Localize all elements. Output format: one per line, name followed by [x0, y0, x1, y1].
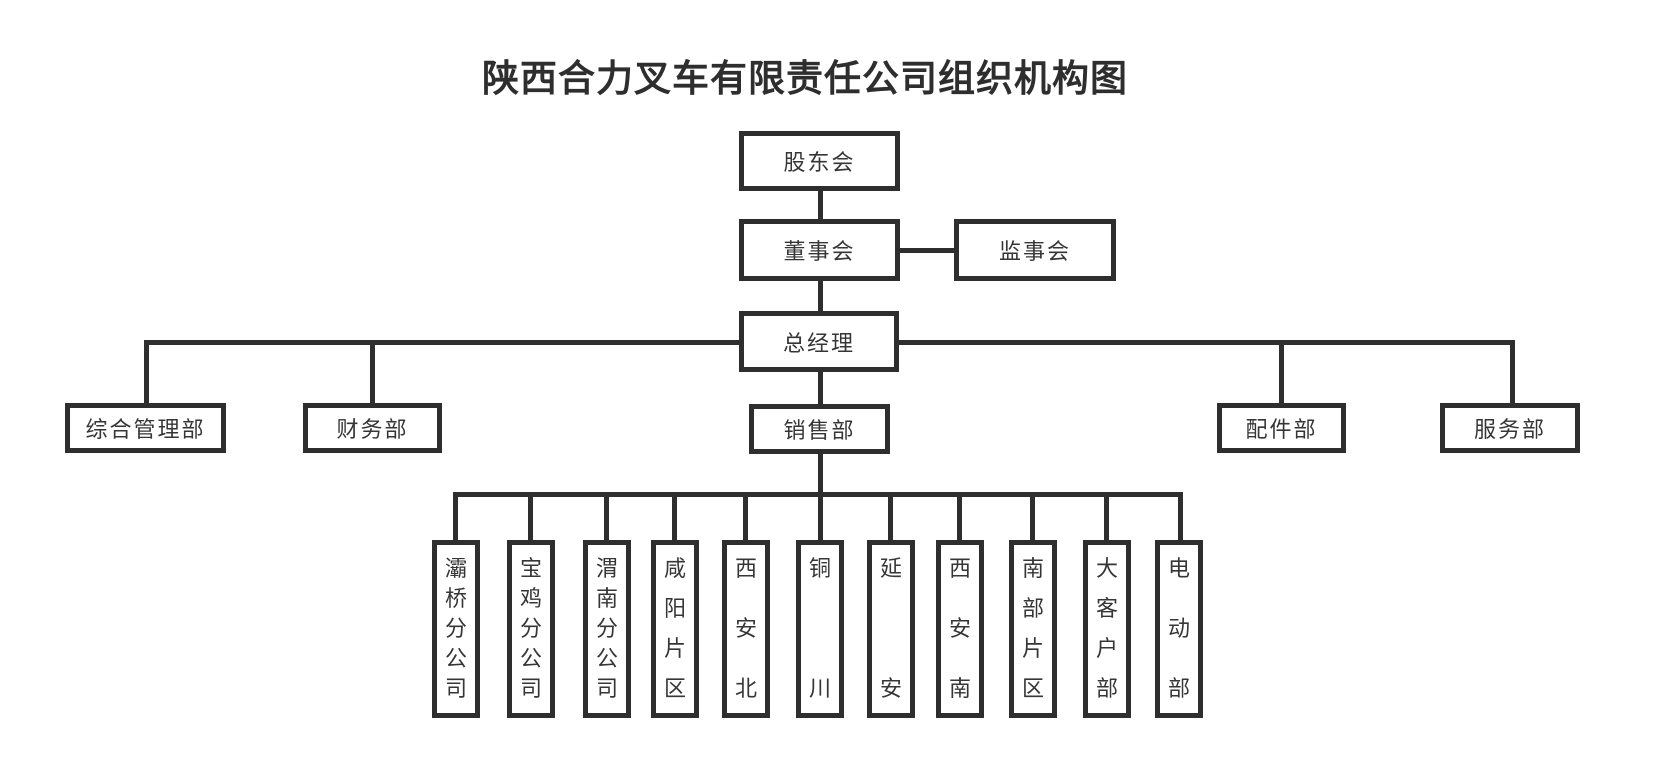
vertical-char: 灞 — [444, 556, 467, 581]
vertical-char: 公 — [595, 646, 618, 671]
node-dept-finance: 财务部 — [303, 403, 442, 453]
vertical-char: 分 — [444, 616, 467, 641]
node-branch-baqiao: 灞桥分公司 — [432, 540, 480, 718]
node-dept-service: 服务部 — [1440, 403, 1580, 453]
connector-drop-baqiao — [453, 494, 458, 540]
node-branch-weinan: 渭南分公司 — [583, 540, 631, 718]
vertical-char: 部 — [1167, 676, 1190, 701]
connector-drop-finance — [370, 340, 375, 404]
connector-drop-baoji — [528, 494, 533, 540]
vertical-char: 宝 — [519, 556, 542, 581]
connector-drop-weinan — [604, 494, 609, 540]
vertical-char: 安 — [879, 676, 902, 701]
vertical-char: 司 — [595, 676, 618, 701]
node-dept-key-accounts: 大客户部 — [1083, 540, 1131, 718]
vertical-char: 公 — [519, 646, 542, 671]
vertical-char: 部 — [1095, 676, 1118, 701]
vertical-char: 阳 — [663, 596, 686, 621]
connector-shareholders-board — [818, 191, 823, 221]
connector-drop-service — [1510, 340, 1515, 404]
vertical-char: 客 — [1095, 596, 1118, 621]
connector-gm-bus-right — [897, 340, 1515, 345]
node-area-xianyang: 咸阳片区 — [651, 540, 699, 718]
vertical-char: 北 — [734, 676, 757, 701]
vertical-char: 区 — [663, 676, 686, 701]
vertical-char: 分 — [519, 616, 542, 641]
vertical-char: 南 — [1021, 556, 1044, 581]
connector-drop-xianyang — [672, 494, 677, 540]
vertical-char: 分 — [595, 616, 618, 641]
vertical-char: 公 — [444, 646, 467, 671]
connector-drop-tongchuan — [818, 494, 823, 540]
vertical-char: 片 — [1021, 636, 1044, 661]
vertical-char: 安 — [734, 616, 757, 641]
vertical-char: 川 — [808, 676, 831, 701]
vertical-char: 司 — [519, 676, 542, 701]
connector-board-gm — [818, 280, 823, 313]
vertical-char: 区 — [1021, 676, 1044, 701]
node-area-tongchuan: 铜川 — [796, 540, 844, 718]
connector-drop-xian-north — [743, 494, 748, 540]
connector-drop-parts — [1279, 340, 1284, 404]
node-area-xian-north: 西安北 — [722, 540, 770, 718]
vertical-char: 西 — [948, 556, 971, 581]
vertical-char: 鸡 — [519, 586, 542, 611]
node-area-south-district: 南部片区 — [1009, 540, 1057, 718]
connector-drop-electric — [1178, 494, 1183, 540]
connector-drop-xian-south — [957, 494, 962, 540]
vertical-char: 安 — [948, 616, 971, 641]
node-area-xian-south: 西安南 — [936, 540, 984, 718]
node-dept-electric: 电动部 — [1155, 540, 1203, 718]
vertical-char: 西 — [734, 556, 757, 581]
node-branch-baoji: 宝鸡分公司 — [507, 540, 555, 718]
vertical-char: 南 — [948, 676, 971, 701]
node-area-yanan: 延安 — [867, 540, 915, 718]
vertical-char: 动 — [1167, 616, 1190, 641]
connector-gm-sales — [818, 371, 823, 405]
connector-drop-yanan — [888, 494, 893, 540]
connector-gm-bus-left — [144, 340, 741, 345]
node-board-of-directors: 董事会 — [739, 219, 900, 281]
vertical-char: 电 — [1167, 556, 1190, 581]
connector-drop-south-district — [1030, 494, 1035, 540]
node-dept-parts: 配件部 — [1217, 403, 1346, 453]
connector-drop-key-accounts — [1104, 494, 1109, 540]
vertical-char: 司 — [444, 676, 467, 701]
vertical-char: 延 — [879, 556, 902, 581]
vertical-char: 部 — [1021, 596, 1044, 621]
connector-board-supervisory — [898, 248, 956, 253]
vertical-char: 咸 — [663, 556, 686, 581]
connector-sales-bus — [818, 452, 823, 496]
vertical-char: 片 — [663, 636, 686, 661]
vertical-char: 桥 — [444, 586, 467, 611]
vertical-char: 户 — [1095, 636, 1118, 661]
node-dept-sales: 销售部 — [749, 404, 890, 454]
vertical-char: 大 — [1095, 556, 1118, 581]
vertical-char: 渭 — [595, 556, 618, 581]
chart-title: 陕西合力叉车有限责任公司组织机构图 — [482, 58, 1128, 99]
node-supervisory-board: 监事会 — [954, 219, 1116, 281]
vertical-char: 南 — [595, 586, 618, 611]
node-dept-general-admin: 综合管理部 — [65, 403, 226, 453]
connector-drop-general-admin — [144, 340, 149, 404]
vertical-char: 铜 — [808, 556, 831, 581]
node-shareholders-meeting: 股东会 — [739, 131, 900, 191]
node-general-manager: 总经理 — [739, 311, 899, 372]
